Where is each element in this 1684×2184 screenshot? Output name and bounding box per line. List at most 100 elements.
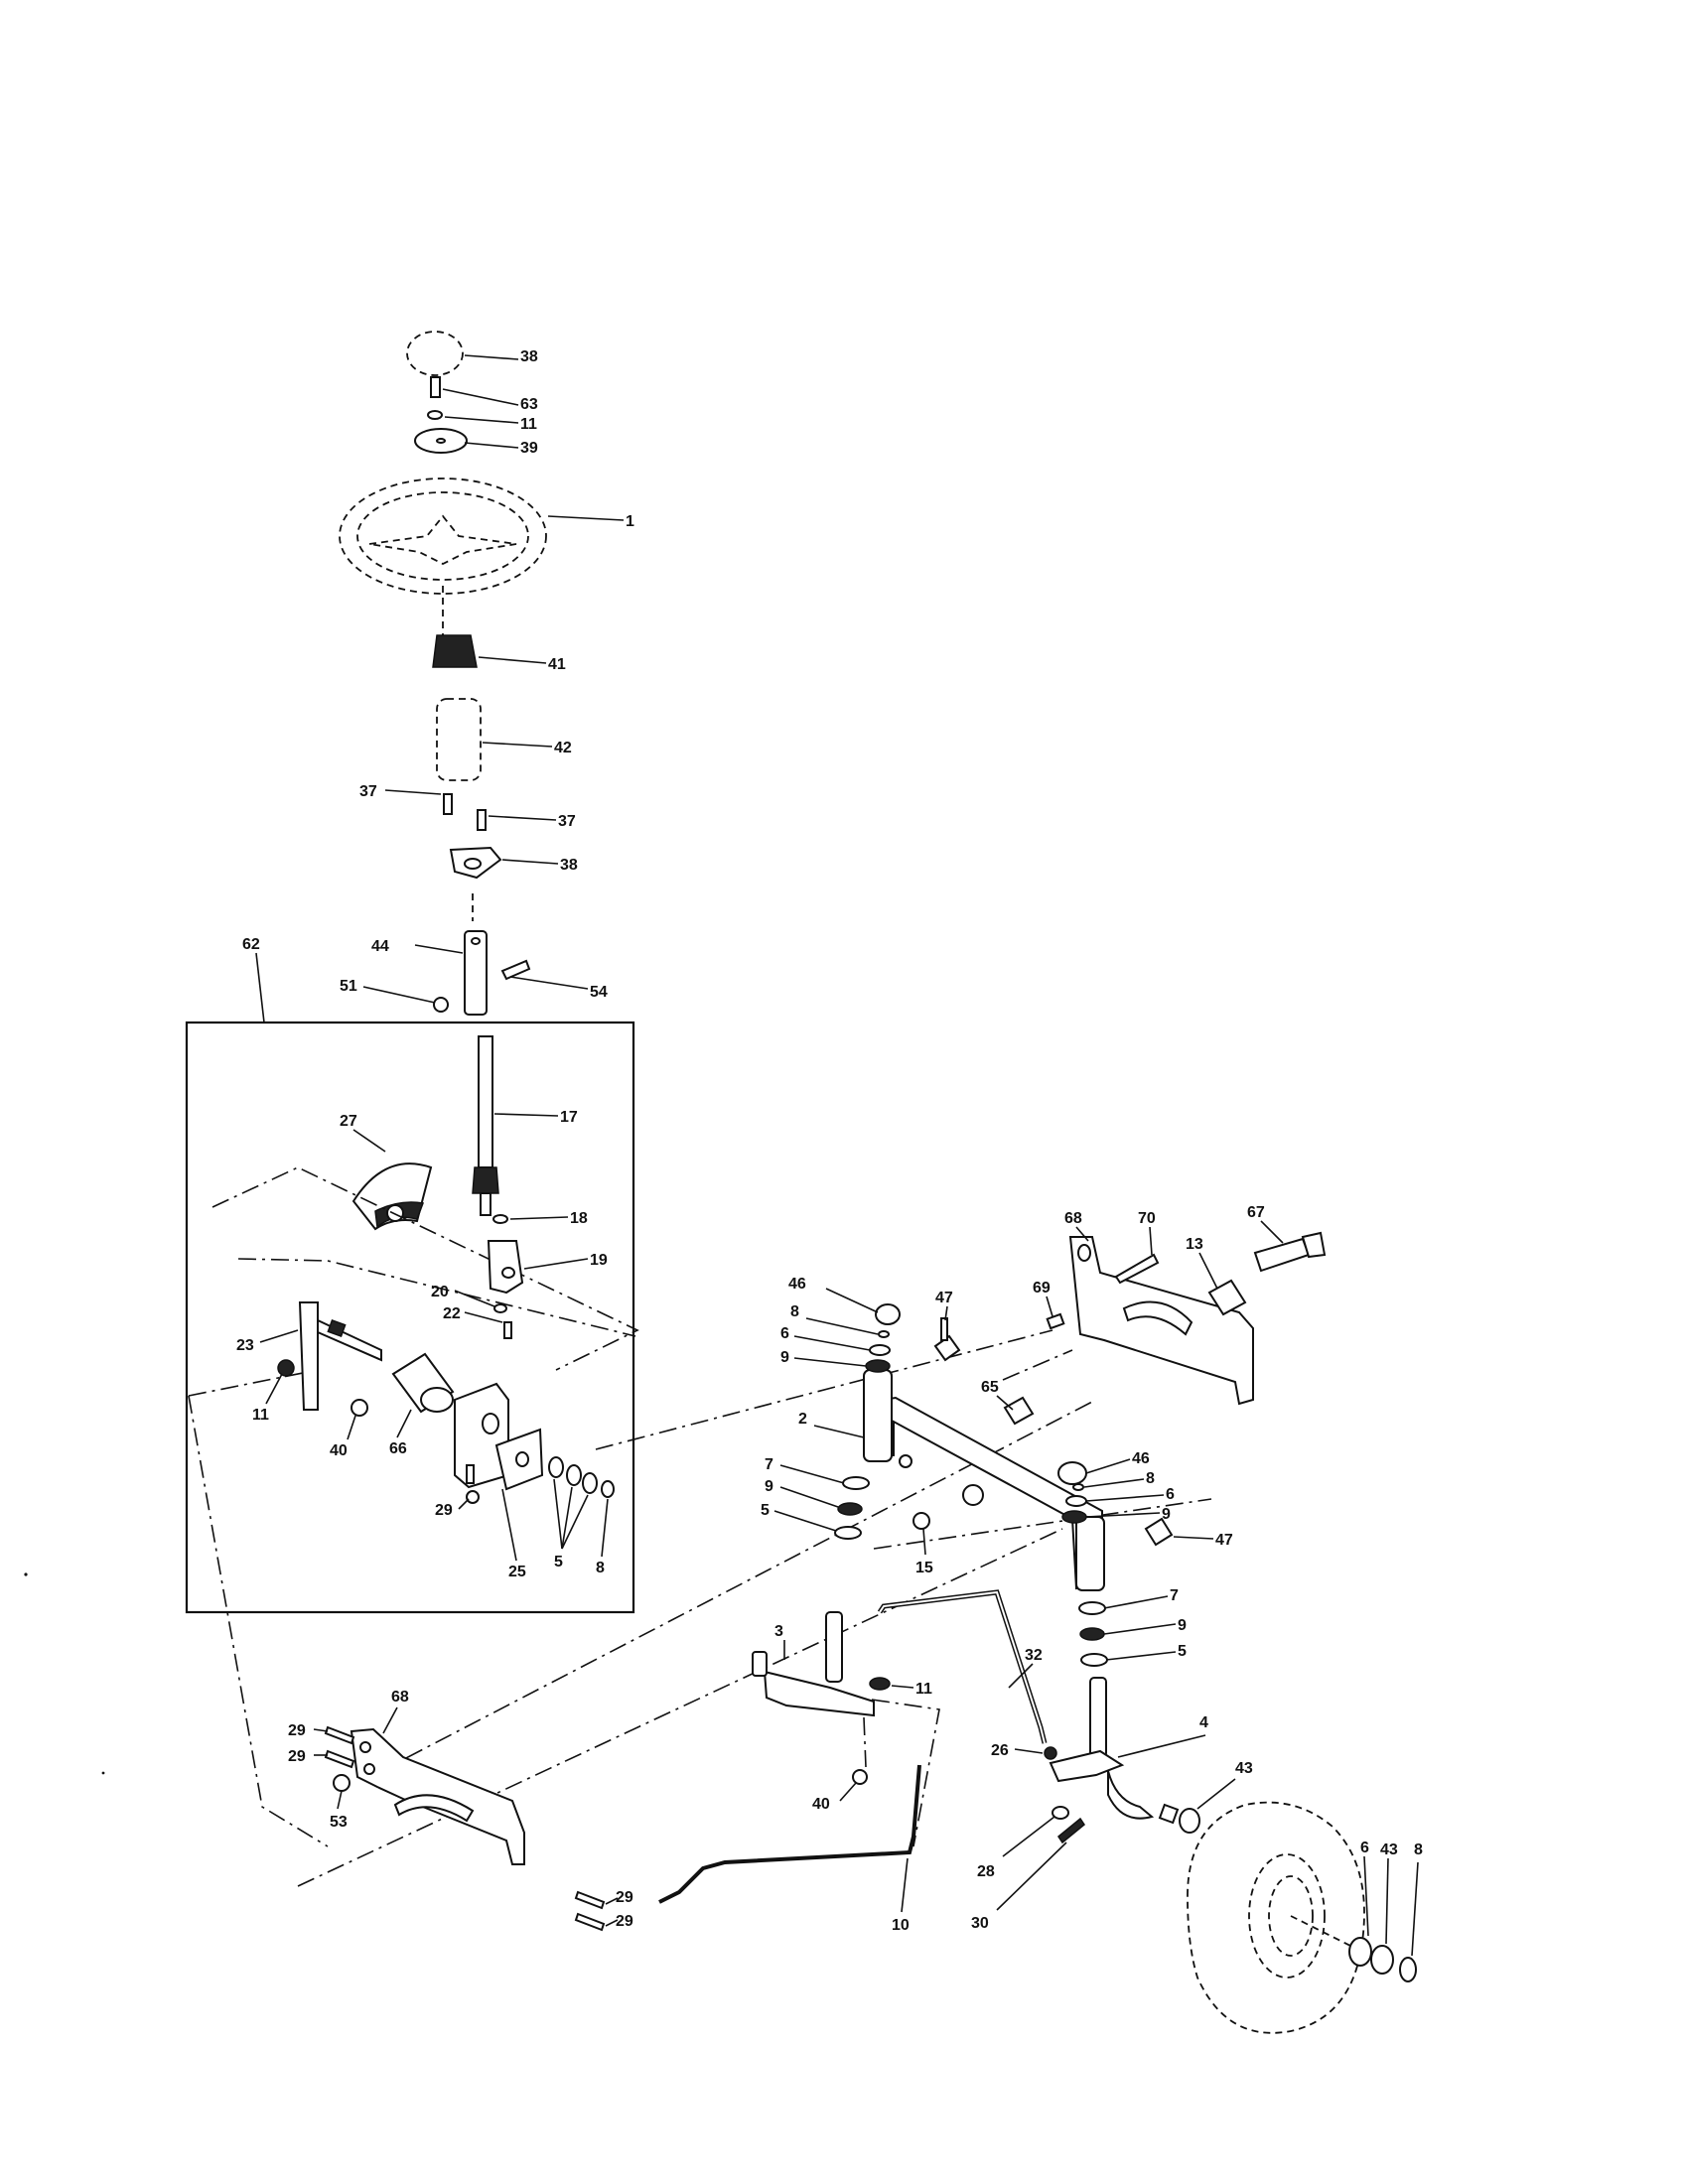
drag-bar-10 bbox=[658, 1699, 940, 1913]
callout-7: 7 bbox=[1170, 1587, 1179, 1604]
bolt-47-left bbox=[933, 1305, 961, 1362]
callout-43: 43 bbox=[1380, 1842, 1398, 1858]
hub-washers-outer bbox=[1348, 1855, 1419, 1982]
washer-39 bbox=[414, 428, 519, 454]
callout-13: 13 bbox=[1186, 1236, 1203, 1253]
callout-29: 29 bbox=[435, 1502, 453, 1519]
callout-26: 26 bbox=[991, 1742, 1009, 1759]
callout-11: 11 bbox=[520, 416, 537, 433]
spindle-3 bbox=[752, 1611, 875, 1717]
callout-42: 42 bbox=[554, 740, 572, 756]
column-sleeve-42 bbox=[436, 698, 553, 781]
callout-17: 17 bbox=[560, 1109, 578, 1126]
lock-washer-11-spindle bbox=[869, 1677, 914, 1691]
screw-29-box bbox=[458, 1464, 480, 1510]
callout-46: 46 bbox=[788, 1276, 806, 1293]
callout-62: 62 bbox=[242, 936, 260, 953]
callout-10: 10 bbox=[892, 1917, 910, 1934]
phantom-line-a bbox=[188, 1371, 309, 1397]
screws-29-bottom bbox=[574, 1890, 619, 1932]
washer-20 bbox=[454, 1290, 507, 1313]
phantom-line-f bbox=[873, 1498, 1212, 1550]
callout-8: 8 bbox=[790, 1303, 799, 1320]
callout-2: 2 bbox=[798, 1411, 807, 1428]
axle-bracket-68-left bbox=[350, 1706, 525, 1865]
cap-46-right bbox=[1057, 1458, 1131, 1485]
lower-bushings-left bbox=[773, 1464, 870, 1540]
callout-68: 68 bbox=[1064, 1210, 1082, 1227]
bushing-41 bbox=[432, 634, 547, 668]
nut-26 bbox=[1014, 1746, 1057, 1760]
phantom-line-e bbox=[595, 1329, 1053, 1450]
callout-3: 3 bbox=[774, 1623, 783, 1640]
scan-speck bbox=[24, 1572, 28, 1576]
callout-51: 51 bbox=[340, 978, 357, 995]
callout-5: 5 bbox=[554, 1554, 563, 1570]
bracket-25 bbox=[454, 1382, 544, 1562]
callout-9: 9 bbox=[1178, 1617, 1187, 1634]
phantom-line-gear bbox=[211, 1166, 639, 1371]
callout-20: 20 bbox=[431, 1284, 449, 1300]
callout-labels: 38 63 11 39 1 41 42 37 37 38 62 44 51 54… bbox=[236, 348, 1423, 1934]
bushing-66 bbox=[391, 1352, 455, 1438]
e-ring-8-box bbox=[601, 1480, 615, 1558]
callout-6: 6 bbox=[780, 1325, 789, 1342]
nut-40-spindle bbox=[839, 1716, 868, 1802]
washer-18 bbox=[492, 1214, 569, 1224]
sector-gear-27 bbox=[351, 1129, 433, 1231]
callout-29: 29 bbox=[288, 1748, 306, 1765]
phantom-line-b bbox=[188, 1395, 329, 1847]
callout-23: 23 bbox=[236, 1337, 254, 1354]
axle-bracket-68-right bbox=[1068, 1226, 1254, 1406]
callout-47: 47 bbox=[935, 1290, 953, 1306]
callout-5: 5 bbox=[761, 1502, 770, 1519]
callout-37: 37 bbox=[558, 813, 576, 830]
callout-29: 29 bbox=[616, 1913, 633, 1930]
steering-wheel-cap bbox=[406, 331, 519, 376]
callout-9: 9 bbox=[765, 1478, 773, 1495]
callout-11: 11 bbox=[252, 1407, 269, 1424]
callout-40: 40 bbox=[812, 1796, 830, 1813]
steering-wheel bbox=[339, 478, 625, 595]
bolt-54 bbox=[500, 959, 589, 990]
screw-22 bbox=[464, 1311, 512, 1339]
callout-38: 38 bbox=[560, 857, 578, 874]
bolt-67 bbox=[1253, 1220, 1327, 1273]
callout-29: 29 bbox=[616, 1889, 633, 1906]
drag-link-32 bbox=[877, 1589, 1048, 1744]
callout-19: 19 bbox=[590, 1252, 608, 1269]
callout-1: 1 bbox=[626, 513, 634, 530]
callout-69: 69 bbox=[1033, 1280, 1051, 1297]
callout-8: 8 bbox=[1146, 1470, 1155, 1487]
callout-4: 4 bbox=[1199, 1714, 1208, 1731]
callout-6: 6 bbox=[1166, 1486, 1175, 1503]
callout-32: 32 bbox=[1025, 1647, 1043, 1664]
drag-link-23 bbox=[259, 1301, 382, 1411]
washers-5-box bbox=[548, 1456, 598, 1550]
callout-46: 46 bbox=[1132, 1450, 1150, 1467]
washer-43-inner bbox=[1158, 1778, 1236, 1834]
phantom-line-g bbox=[1002, 1349, 1073, 1381]
lock-washer-11-top bbox=[427, 410, 519, 424]
callout-40: 40 bbox=[330, 1442, 348, 1459]
callout-29: 29 bbox=[288, 1722, 306, 1739]
washer-28 bbox=[1002, 1806, 1069, 1857]
callout-65: 65 bbox=[981, 1379, 999, 1396]
callout-63: 63 bbox=[520, 396, 538, 413]
upper-bushings-left bbox=[793, 1317, 891, 1373]
callout-47: 47 bbox=[1215, 1532, 1233, 1549]
callout-7: 7 bbox=[765, 1456, 773, 1473]
pinion-block-19 bbox=[487, 1240, 589, 1295]
column-bracket-38 bbox=[449, 846, 559, 880]
lower-bushings-right bbox=[1078, 1595, 1177, 1667]
callout-15: 15 bbox=[915, 1560, 933, 1576]
cap-screw-63 bbox=[430, 376, 519, 406]
callout-66: 66 bbox=[389, 1440, 407, 1457]
nut-53 bbox=[333, 1774, 351, 1810]
callout-6: 6 bbox=[1360, 1840, 1369, 1856]
spindle-4 bbox=[1049, 1677, 1206, 1820]
callout-39: 39 bbox=[520, 440, 538, 457]
callout-70: 70 bbox=[1138, 1210, 1156, 1227]
callout-53: 53 bbox=[330, 1814, 348, 1831]
nut-51 bbox=[362, 986, 449, 1013]
